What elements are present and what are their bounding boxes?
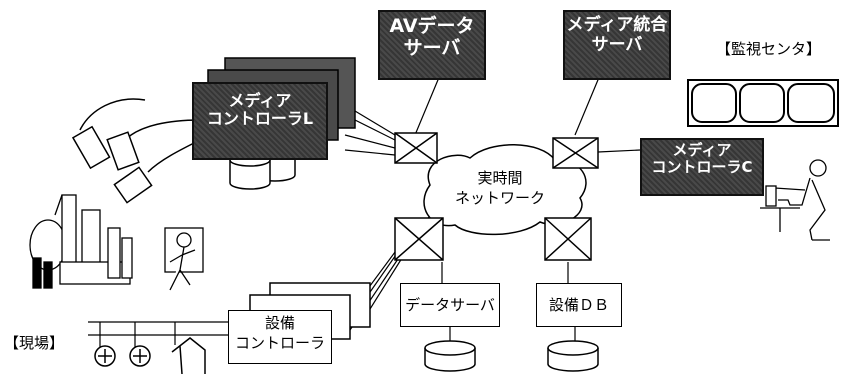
media-controller-c-label-1: メディア (672, 141, 732, 159)
worker-icon (164, 227, 204, 291)
media-controller-l-label-2: コントローラL (206, 109, 314, 129)
av-data-server-box: AVデータ サーバ (378, 10, 486, 80)
database-icon (424, 340, 599, 372)
valve-icon (94, 337, 206, 374)
data-server-label: データサーバ (405, 296, 495, 314)
equipment-controller-label-1: 設備 (264, 314, 295, 332)
plant-icon (29, 194, 133, 289)
realtime-network-label-2: ネットワーク (455, 189, 546, 208)
media-integration-server-label-2: サーバ (591, 34, 643, 55)
realtime-network-label: 実時間 ネットワーク (455, 168, 545, 209)
media-controller-l-label-1: メディア (228, 91, 292, 110)
switch-icon (544, 217, 592, 261)
camera-icon (71, 98, 201, 204)
operator-icon (760, 159, 830, 241)
switch-icon (394, 217, 444, 261)
media-integration-server-box: メディア統合 サーバ (563, 10, 671, 80)
equipment-db-box: 設備ＤＢ (536, 283, 622, 327)
monitor-icon (687, 79, 839, 127)
av-data-server-label-2: サーバ (403, 36, 461, 59)
data-server-box: データサーバ (400, 283, 500, 327)
network-cloud (423, 144, 587, 236)
switch-icon (394, 132, 438, 164)
equipment-db-label: 設備ＤＢ (548, 296, 609, 314)
media-controller-l-box: メディア コントローラL (192, 82, 328, 160)
equipment-controller-box: 設備 コントローラ (228, 310, 332, 364)
media-controller-c-label-2: コントローラC (651, 158, 753, 177)
field-site-label: 【現場】 (4, 334, 65, 352)
media-integration-server-label-1: メディア統合 (566, 15, 668, 35)
media-controller-c-box: メディア コントローラC (640, 138, 764, 196)
monitoring-center-label: 【監視センタ】 (716, 40, 822, 58)
av-data-server-label-1: AVデータ (389, 15, 475, 37)
switch-icon (552, 137, 599, 169)
equipment-controller-label-2: コントローラ (234, 333, 325, 352)
realtime-network-label-1: 実時間 (477, 169, 523, 187)
